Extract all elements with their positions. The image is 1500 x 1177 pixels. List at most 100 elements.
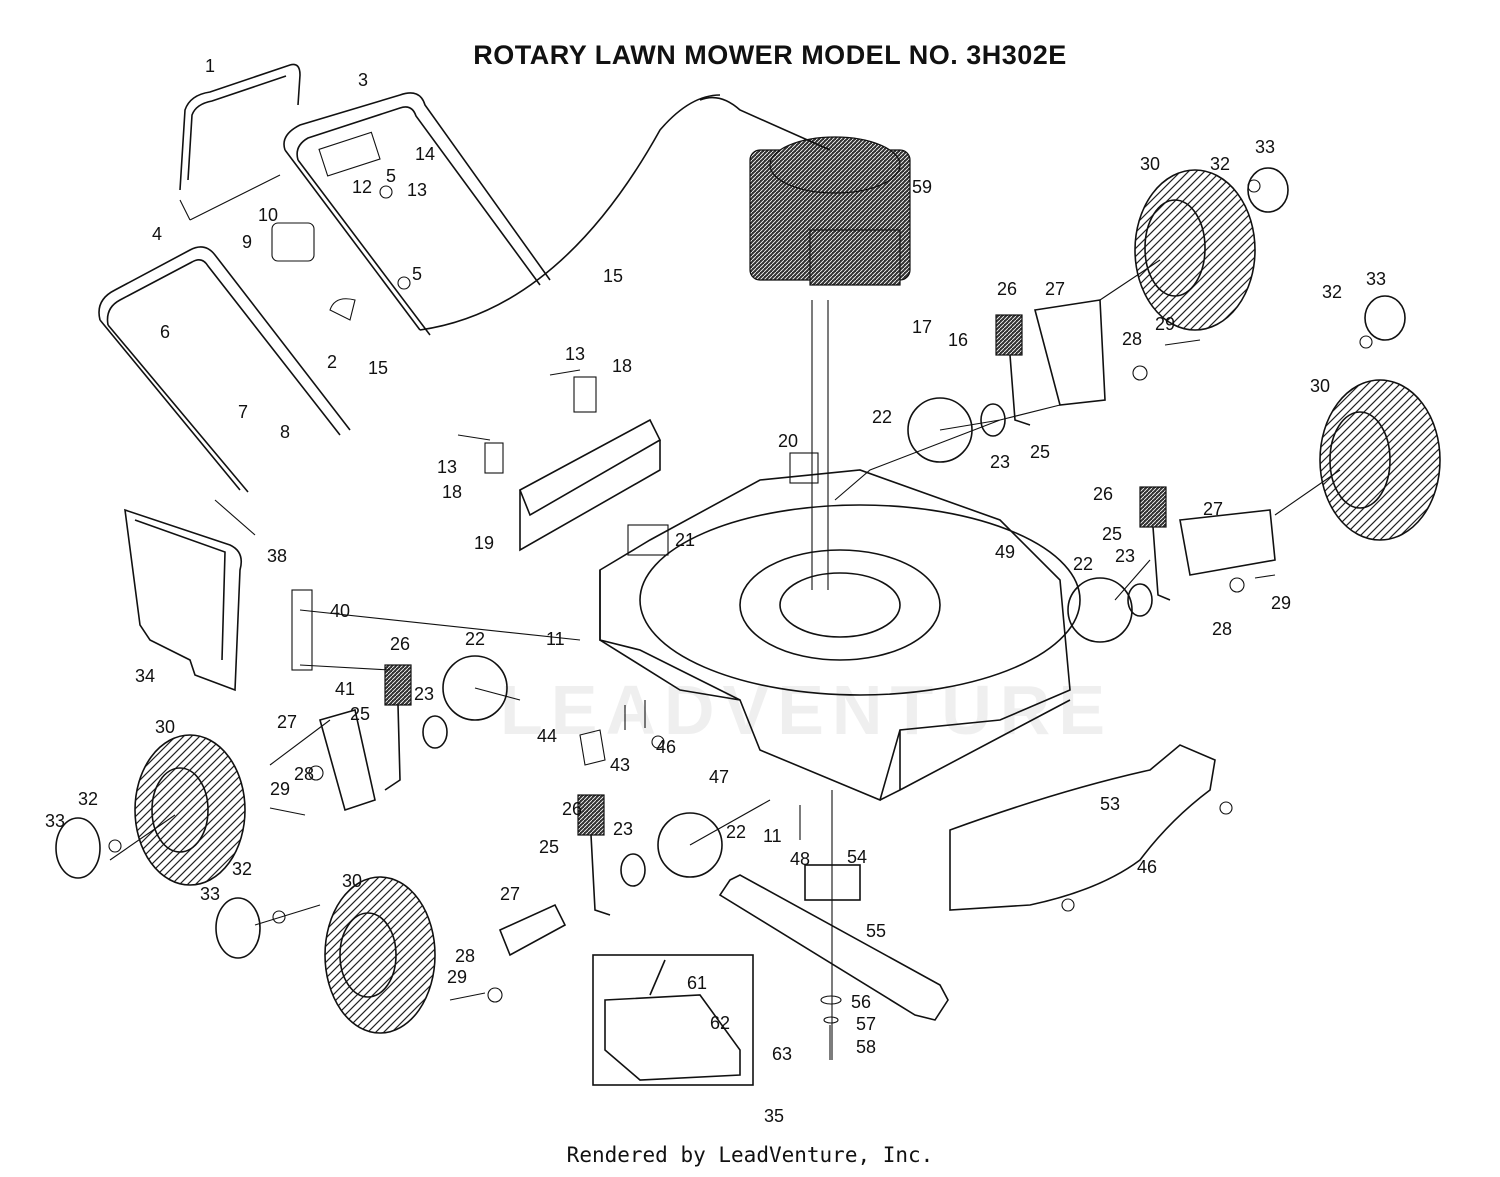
callout-label: 48: [790, 849, 810, 869]
callout-label: 59: [912, 177, 932, 197]
engine-part: [419, 94, 911, 331]
callout-label: 33: [1255, 137, 1275, 157]
callout-label: 32: [1322, 282, 1342, 302]
callout-label: 32: [1210, 154, 1230, 174]
wheel-right-rear: [1134, 167, 1289, 331]
callout-label: 29: [1155, 314, 1175, 334]
callout-label: 18: [612, 356, 632, 376]
callout-label: 14: [415, 144, 435, 164]
bag-assembly-box: [592, 954, 754, 1086]
callout-label: 22: [872, 407, 892, 427]
callout-label: 23: [414, 684, 434, 704]
callout-label: 27: [500, 884, 520, 904]
callout-label: 8: [280, 422, 290, 442]
callout-label: 19: [474, 533, 494, 553]
callout-label: 27: [1045, 279, 1065, 299]
callout-label: 57: [856, 1014, 876, 1034]
callout-label: 41: [335, 679, 355, 699]
callout-label: 7: [238, 402, 248, 422]
callout-label: 30: [155, 717, 175, 737]
callout-label: 2: [327, 352, 337, 372]
adjuster-knob-26-d: [577, 794, 605, 836]
callout-label: 25: [539, 837, 559, 857]
callout-label: 20: [778, 431, 798, 451]
callout-label: 3: [358, 70, 368, 90]
callout-label: 46: [656, 737, 676, 757]
callout-label: 16: [948, 330, 968, 350]
callout-label: 28: [455, 946, 475, 966]
callout-label: 25: [350, 704, 370, 724]
callout-label: 26: [997, 279, 1017, 299]
spacer-bushings: [422, 403, 1153, 887]
callout-label: 49: [995, 542, 1015, 562]
callout-label: 11: [546, 629, 565, 649]
callout-label: 44: [537, 726, 557, 746]
callout-label: 13: [437, 457, 457, 477]
upper-handle-part: [179, 63, 301, 221]
callout-label: 53: [1100, 794, 1120, 814]
callout-label: 22: [465, 629, 485, 649]
callout-label: 26: [562, 799, 582, 819]
adjuster-knob-26-b: [1139, 486, 1167, 528]
callout-label: 18: [442, 482, 462, 502]
callout-label: 26: [390, 634, 410, 654]
callout-label: 61: [687, 973, 707, 993]
callout-label: 55: [866, 921, 886, 941]
callout-label: 5: [386, 166, 396, 186]
callout-label: 30: [342, 871, 362, 891]
callout-label: 33: [200, 884, 220, 904]
callout-label: 6: [160, 322, 170, 342]
callout-label: 30: [1310, 376, 1330, 396]
callout-label: 38: [267, 546, 287, 566]
adjuster-levers: [384, 354, 1171, 916]
wheel-left-front: [215, 876, 436, 1034]
callout-label: 28: [294, 764, 314, 784]
callout-label: 27: [1203, 499, 1223, 519]
callout-label: 23: [990, 452, 1010, 472]
callout-label: 43: [610, 755, 630, 775]
axle-brackets: [319, 299, 1276, 957]
callout-label: 1: [205, 56, 215, 76]
blade-part: [718, 874, 949, 1021]
callout-label: 33: [45, 811, 65, 831]
chute-shield-part: [124, 508, 243, 692]
small-hardware: [108, 179, 1373, 1060]
diagram-title: ROTARY LAWN MOWER MODEL NO. 3H302E: [473, 40, 1067, 70]
lower-handle-part: [98, 246, 351, 536]
callout-label: 30: [1140, 154, 1160, 174]
callout-label: 46: [1137, 857, 1157, 877]
wheel-left-rear: [55, 734, 246, 886]
footer-credit: Rendered by LeadVenture, Inc.: [566, 1143, 934, 1167]
callout-label: 9: [242, 232, 252, 252]
callout-label: 25: [1102, 524, 1122, 544]
callout-label: 40: [330, 601, 350, 621]
callout-label: 56: [851, 992, 871, 1012]
rear-baffle-part: [518, 418, 662, 552]
callout-label: 23: [613, 819, 633, 839]
callout-label: 27: [277, 712, 297, 732]
callout-label: 54: [847, 847, 867, 867]
callout-label: 4: [152, 224, 162, 244]
callout-label: 22: [726, 822, 746, 842]
callout-labels: 1 3 4 14 12 5 13 10 9 5 6 2 15 15 7 8 59…: [45, 56, 1386, 1126]
callout-label: 32: [232, 859, 252, 879]
callout-label: 32: [78, 789, 98, 809]
callout-label: 15: [368, 358, 388, 378]
callout-label: 58: [856, 1037, 876, 1057]
callout-label: 62: [710, 1013, 730, 1033]
callout-label: 34: [135, 666, 155, 686]
callout-label: 28: [1122, 329, 1142, 349]
callout-label: 22: [1073, 554, 1093, 574]
callout-label: 13: [407, 180, 427, 200]
callout-label: 10: [258, 205, 278, 225]
wheel-right-front: [1319, 295, 1441, 541]
mower-deck-part: [599, 469, 1081, 802]
callout-label: 21: [675, 530, 695, 550]
callout-label: 29: [1271, 593, 1291, 613]
callout-label: 25: [1030, 442, 1050, 462]
callout-label: 12: [352, 177, 372, 197]
callout-label: 23: [1115, 546, 1135, 566]
main-handle-part: [283, 92, 551, 336]
